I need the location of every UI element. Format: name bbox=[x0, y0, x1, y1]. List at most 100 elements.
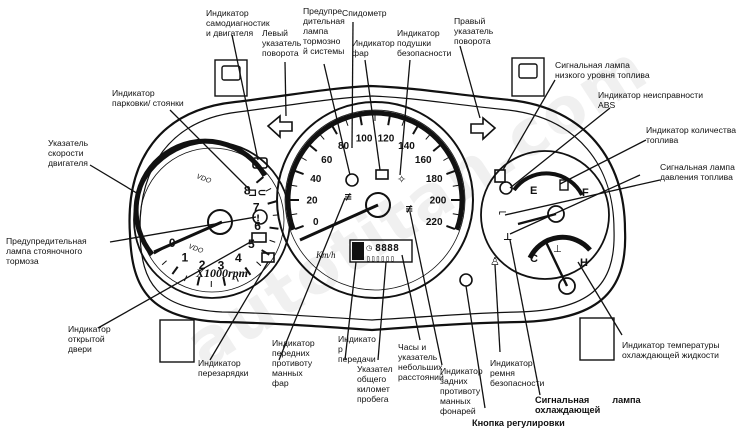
lcd-digits-bottom: ▯▯▯▯▯▯ bbox=[366, 254, 395, 263]
speedometer-tick-label: 160 bbox=[415, 155, 432, 166]
tachometer-tick bbox=[269, 226, 279, 230]
label-tachometer: Указатель скорости двигателя bbox=[48, 138, 89, 168]
label-adjust-button: Кнопка регулировки bbox=[472, 418, 565, 428]
fuel-pump-icon bbox=[559, 179, 569, 191]
tachometer-tick-label: 2 bbox=[199, 258, 206, 272]
seatbelt-icon: ♙ bbox=[490, 255, 500, 268]
mounting-tabs bbox=[159, 57, 615, 363]
low-fuel-icon bbox=[494, 169, 506, 183]
coolant-temp-icon: ⊥ bbox=[553, 244, 562, 255]
tachometer-tick-label: 1 bbox=[181, 250, 188, 264]
tachometer: 012345678 X1000rpm VDO VDO ⊐⊂ ! bbox=[133, 114, 293, 299]
fuel-gauge-full: F bbox=[582, 187, 589, 199]
cluster-housing bbox=[128, 84, 627, 332]
tachometer-tick-label: 6 bbox=[254, 219, 261, 233]
label-brake-warning: Предупре дительная лампа тормозно й сист… bbox=[303, 6, 345, 56]
speedometer-tick bbox=[359, 116, 363, 126]
tachometer-tick bbox=[255, 176, 264, 184]
adjust-button bbox=[459, 273, 473, 287]
label-clock: Часы и указатель небольших расстояний bbox=[398, 342, 444, 382]
tachometer-brand: VDO bbox=[187, 243, 204, 255]
speedometer-tick-label: 100 bbox=[356, 133, 373, 144]
engine-check-icon bbox=[252, 157, 268, 169]
tachometer-tick bbox=[161, 260, 167, 266]
tachometer-tick bbox=[222, 276, 227, 286]
speedometer-tick-label: 140 bbox=[398, 141, 415, 152]
speedometer-tick bbox=[443, 157, 449, 161]
speedometer-ticks bbox=[290, 115, 460, 231]
speedometer-tick bbox=[301, 157, 307, 161]
speedometer-needle bbox=[299, 203, 379, 242]
speedometer-tick bbox=[432, 144, 441, 152]
speedometer-tick-label: 200 bbox=[430, 196, 447, 207]
label-seatbelt: Индикатор ремня безопасности bbox=[490, 358, 545, 388]
parking-lights-icon: ⊐⊂ bbox=[248, 186, 266, 199]
tachometer-tick bbox=[244, 266, 252, 276]
label-engine-diag: Индикатор самодиагностик и двигателя bbox=[206, 8, 270, 38]
speedometer-tick bbox=[425, 134, 431, 140]
label-gear: Индикато р передачи bbox=[338, 334, 376, 364]
left-turn-arrow-icon bbox=[266, 114, 293, 139]
tachometer-tick bbox=[171, 266, 179, 275]
tachometer-unit: X1000rpm bbox=[195, 266, 248, 280]
oil-can-icon: ⌐ bbox=[498, 206, 507, 219]
speedometer-tick bbox=[294, 169, 304, 175]
label-parking: Индикатор парковки/ стоянки bbox=[112, 88, 184, 108]
label-abs: Индикатор неисправности ABS bbox=[598, 90, 704, 110]
tachometer-tick bbox=[196, 276, 201, 286]
speedometer-tick bbox=[452, 184, 459, 187]
speedometer-tick bbox=[446, 225, 456, 231]
label-fuel-qty: Индикатор количества топлива bbox=[646, 125, 737, 145]
label-door-open: Индикатор открытой двери bbox=[68, 324, 111, 354]
speedometer-scale-arc bbox=[285, 110, 465, 231]
right-turn-arrow-icon bbox=[470, 116, 497, 141]
speedometer-tick bbox=[291, 184, 298, 187]
speedometer-tick-label: 40 bbox=[310, 174, 322, 185]
label-left-turn: Левый указатель поворота bbox=[262, 28, 302, 58]
label-airbag: Индикатор подушки безопасности bbox=[397, 28, 452, 58]
label-charging: Индикатор перезарядки bbox=[198, 358, 249, 378]
tachometer-tick bbox=[269, 239, 276, 243]
headlight-icon bbox=[375, 169, 389, 180]
front-fog-icon: ≢ bbox=[344, 192, 352, 203]
lcd-digits-top: 8888 bbox=[375, 243, 399, 254]
coolant-warning-icon: ⊥ bbox=[503, 232, 512, 243]
label-coolant-temp: Индикатор температуры охлаждающей жидкос… bbox=[622, 340, 720, 360]
tachometer-tick-label: 3 bbox=[218, 258, 225, 272]
speedometer-tick bbox=[319, 134, 325, 140]
fuel-gauge: E F C H ⊥ ⌐ ⊥ ♙ bbox=[480, 150, 610, 295]
lcd-gear-segment bbox=[352, 242, 364, 260]
temp-gauge-hot: H bbox=[580, 257, 588, 269]
speedometer-tick bbox=[331, 125, 338, 135]
speedometer-tick bbox=[401, 119, 405, 126]
speedometer-tick-label: 180 bbox=[426, 174, 443, 185]
abs-icon bbox=[499, 181, 513, 195]
label-parking-brake: Предупредительная лампа стояночного торм… bbox=[6, 236, 87, 266]
speedometer-tick bbox=[446, 169, 456, 175]
speedometer-tick-label: 120 bbox=[378, 133, 395, 144]
speedometer-tick-label: 0 bbox=[313, 217, 319, 228]
tachometer-tick-label: 5 bbox=[248, 237, 255, 251]
tachometer-tick-label: 4 bbox=[235, 251, 242, 265]
speedometer-tick-label: 60 bbox=[321, 155, 333, 166]
tachometer-tick bbox=[256, 261, 262, 267]
tachometer-needle bbox=[153, 220, 223, 254]
speedometer-tick bbox=[345, 119, 349, 126]
tachometer-tick bbox=[267, 200, 277, 205]
temp-gauge-cold: C bbox=[530, 253, 538, 265]
label-coolant-warning: Сигнальная лампа охлаждающей bbox=[535, 395, 641, 415]
label-oil-pressure: Сигнальная лампа давления топлива bbox=[660, 162, 735, 182]
label-speedometer: Спидометр bbox=[342, 8, 387, 18]
speedometer-unit: Km/h bbox=[315, 250, 336, 260]
tachometer-tick bbox=[235, 275, 239, 282]
svg-text:!: ! bbox=[256, 214, 260, 224]
tachometer-brand-2: VDO bbox=[195, 173, 212, 185]
label-front-fog: Индикатор передних противоту манных фар bbox=[272, 338, 315, 388]
label-right-turn: Правый указатель поворота bbox=[454, 16, 494, 46]
leader-lines bbox=[89, 21, 661, 409]
label-rear-fog: Индикатор задних противоту манных фонаре… bbox=[440, 366, 483, 416]
tachometer-scale-arc bbox=[133, 138, 268, 257]
speedometer-tick bbox=[387, 116, 391, 126]
